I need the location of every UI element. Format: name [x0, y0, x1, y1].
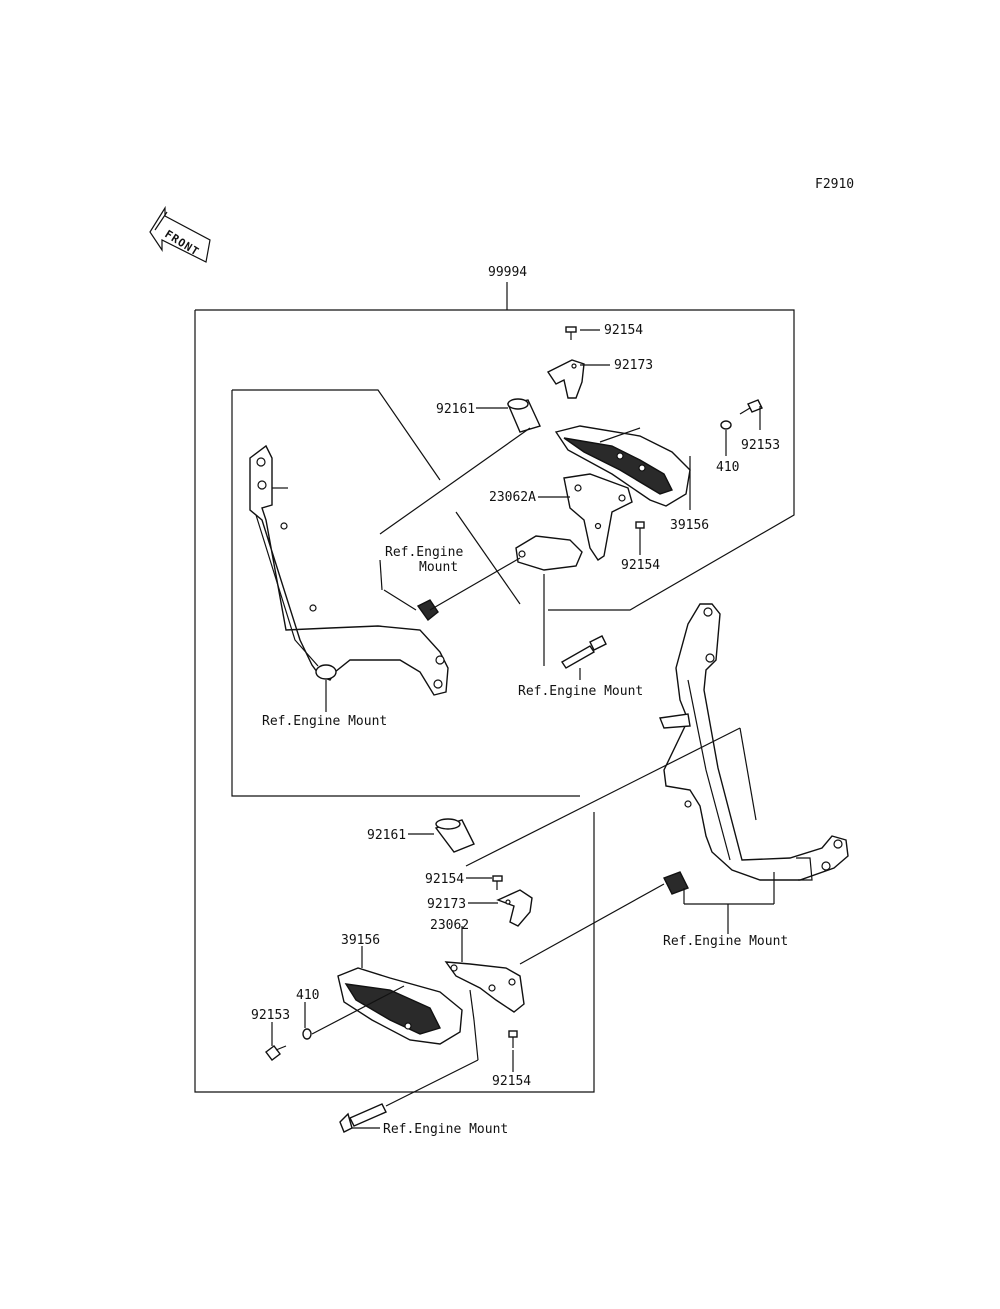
label-lower-410: 410 [296, 988, 319, 1003]
label-upper-92161: 92161 [436, 402, 475, 417]
label-upper-92173: 92173 [614, 358, 653, 373]
label-upper-410: 410 [716, 460, 739, 475]
label-upper-23062a: 23062A [489, 490, 536, 505]
lower-clamp [496, 889, 533, 927]
upper-rubber-mount [416, 599, 439, 622]
label-upper-92154-bottom: 92154 [621, 558, 660, 573]
upper-screw-bottom [635, 521, 645, 540]
label-lower-92153: 92153 [251, 1008, 290, 1023]
lower-leader-lines [271, 727, 775, 1129]
assembly-frame [194, 309, 795, 1093]
label-lower-39156: 39156 [341, 933, 380, 948]
label-upper-ref-engine-bolt: Ref.Engine Mount [518, 684, 643, 699]
lower-screw-top [492, 875, 503, 890]
label-upper-ref-engine-a: Ref.Engine [385, 545, 463, 560]
figure-code: F2910 [815, 177, 854, 192]
lower-screw-bottom [508, 1030, 518, 1048]
lower-washer [302, 1028, 312, 1040]
label-upper-39156: 39156 [670, 518, 709, 533]
label-lower-ref-engine-bolt: Ref.Engine Mount [383, 1122, 508, 1137]
label-lower-92154-bottom: 92154 [492, 1074, 531, 1089]
upper-washer [720, 420, 732, 430]
front-arrow-icon: FRONT [149, 205, 211, 263]
left-frame-bracket [249, 444, 449, 696]
upper-screw-top [565, 326, 577, 340]
upper-mount-plate [515, 535, 583, 571]
label-lower-92161: 92161 [367, 828, 406, 843]
lower-rubber-mount [663, 871, 689, 895]
label-upper-92154-top: 92154 [604, 323, 643, 338]
label-lower-92173: 92173 [427, 897, 466, 912]
label-upper-ref-engine-frame: Ref.Engine Mount [262, 714, 387, 729]
upper-long-bolt [561, 635, 607, 669]
lower-collar [434, 818, 475, 853]
lower-bracket [444, 961, 525, 1013]
label-lower-92154-top: 92154 [425, 872, 464, 887]
label-upper-ref-engine-b: Mount [419, 560, 458, 575]
right-frame-bracket [659, 603, 849, 881]
upper-frame-slider [554, 425, 691, 507]
upper-bracket [563, 473, 633, 561]
upper-collar [507, 398, 541, 433]
upper-clamp [546, 359, 585, 399]
upper-bolt [739, 399, 763, 415]
label-lower-23062: 23062 [430, 918, 469, 933]
label-lower-ref-engine-frame: Ref.Engine Mount [663, 934, 788, 949]
label-upper-92153: 92153 [741, 438, 780, 453]
assembly-label: 99994 [488, 265, 527, 280]
lower-frame-slider [337, 967, 463, 1045]
upper-leader-lines [325, 329, 761, 712]
lower-long-bolt [339, 1103, 387, 1133]
upper-section-frame [231, 389, 580, 797]
lower-bolt [265, 1045, 287, 1061]
